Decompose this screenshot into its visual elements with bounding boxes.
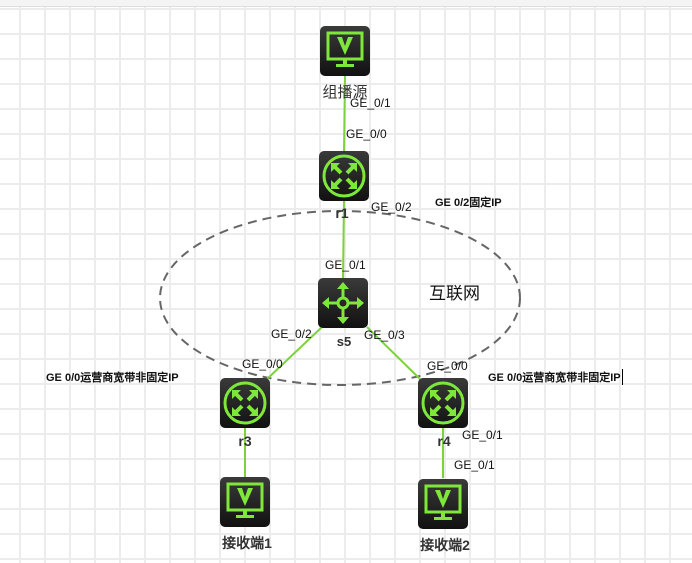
link-s5-r3[interactable] [265,326,323,381]
node-label-r4: r4 [437,433,451,449]
top-toolbar-edge [0,0,692,7]
link-r1-s5[interactable] [342,199,345,281]
port-label: GE_0/0 [427,359,468,373]
node-label-s5: s5 [336,334,352,349]
port-label: GE_0/1 [454,458,495,472]
node-label-recv2: 接收端2 [420,537,470,553]
router-r1[interactable] [319,151,369,201]
router-icon [322,154,366,198]
internet-cloud-ellipse [159,210,521,386]
router-r4[interactable] [418,378,468,428]
link-s5-r4[interactable] [366,326,421,380]
port-label: GE_0/3 [364,328,405,342]
port-label: GE_0/1 [462,428,503,442]
host-recv2[interactable] [418,479,468,529]
router-icon [223,381,267,425]
port-label: GE_0/0 [242,357,283,371]
monitor-icon [326,31,364,67]
annotation-r1[interactable]: GE 0/2固定IP [435,197,502,209]
switch-icon [322,282,364,324]
router-icon [421,381,465,425]
port-label: GE_0/2 [271,327,312,341]
annotation-r3[interactable]: GE 0/0运营商宽带非固定IP [46,372,179,384]
router-r3[interactable] [220,378,270,428]
node-label-recv1: 接收端1 [222,535,272,551]
port-label: GE_0/1 [350,96,391,110]
node-label-r3: r3 [238,433,252,449]
port-label: GE_0/0 [346,127,387,141]
port-label: GE_0/1 [325,258,366,272]
host-recv1[interactable] [220,477,270,527]
port-label: GE_0/2 [371,200,412,214]
node-label-source: 组播源 [322,84,368,101]
switch-s5[interactable] [318,278,368,328]
monitor-icon [424,484,462,520]
host-source[interactable] [320,26,370,76]
link-source-r1[interactable] [343,74,346,153]
node-label-r1: r1 [335,205,349,221]
annotation-r4[interactable]: GE 0/0运营商宽带非固定IP [488,369,623,385]
monitor-icon [226,482,264,518]
internet-cloud-label[interactable]: 互联网 [429,284,480,303]
